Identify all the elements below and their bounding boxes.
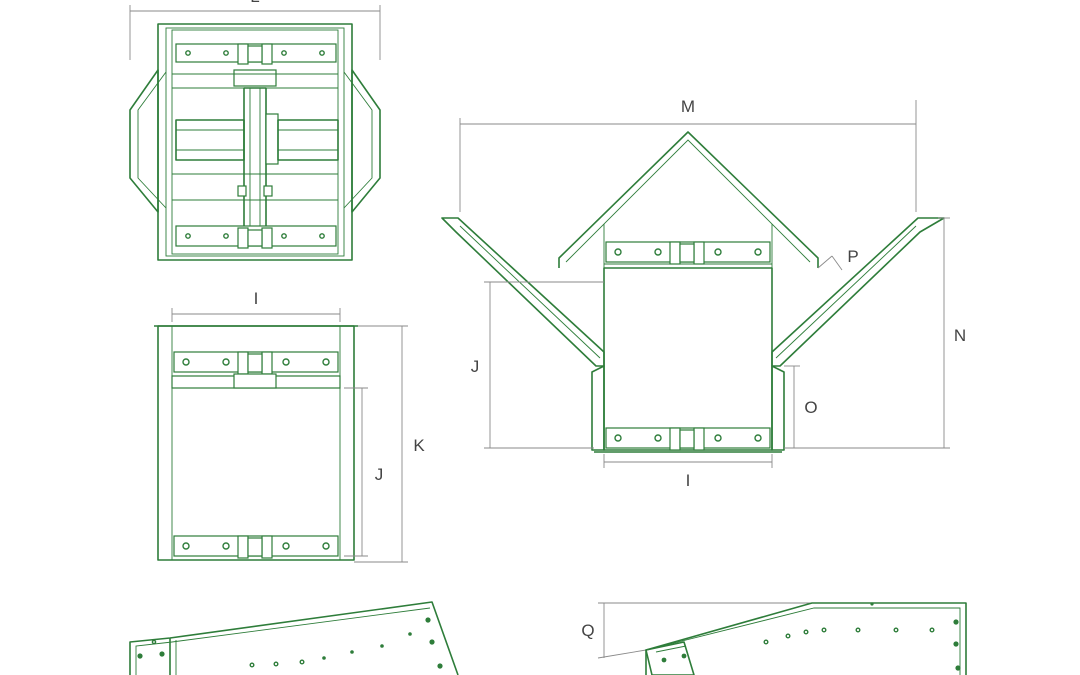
open-body [603, 267, 773, 451]
side-view-left [129, 601, 459, 675]
center-shaft [243, 87, 267, 239]
right-side-outline [645, 602, 967, 675]
front-view: I J [154, 289, 425, 563]
label-p: P [847, 247, 858, 266]
label-o: O [804, 398, 817, 417]
label-j-open: J [471, 357, 480, 376]
dimension-i-front: I [171, 289, 341, 322]
dimension-i-open: I [603, 454, 773, 490]
dimension-k: K [354, 325, 425, 563]
right-side-latch [645, 641, 695, 675]
center-clamp [233, 69, 277, 87]
dimension-m: M [459, 97, 917, 212]
side-view-right: Q [581, 602, 967, 675]
right-cheek [771, 365, 785, 451]
top-view: L [129, 0, 381, 261]
right-wing [351, 69, 381, 213]
left-open-wing [441, 217, 605, 367]
right-open-wing [771, 217, 945, 367]
label-j-front: J [375, 465, 384, 484]
left-cheek [591, 365, 605, 451]
label-l: L [250, 0, 259, 6]
label-i-front: I [254, 289, 259, 308]
roof [558, 131, 819, 268]
dimension-p: P [817, 247, 859, 271]
label-k: K [413, 436, 425, 455]
left-wing [129, 69, 159, 213]
dimension-n: N [784, 217, 966, 449]
open-view: M P [441, 97, 966, 490]
label-q: Q [581, 621, 594, 640]
dimension-l: L [129, 0, 381, 60]
left-side-outline [129, 601, 459, 675]
label-m: M [681, 97, 695, 116]
dimension-j-open: J [471, 281, 604, 449]
dimension-j-front: J [344, 387, 384, 557]
dimension-q: Q [581, 602, 812, 659]
dimension-o: O [784, 365, 818, 448]
label-i-open: I [686, 471, 691, 490]
label-n: N [954, 326, 966, 345]
